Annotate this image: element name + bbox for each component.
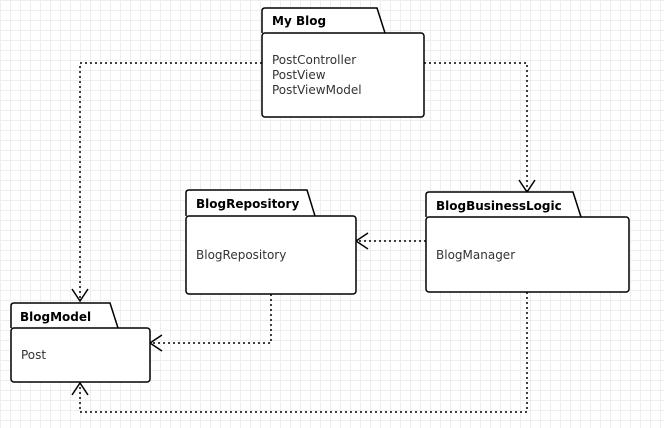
edge-myblog-to-model-arrowhead — [71, 288, 89, 303]
package-content-item: PostController — [272, 53, 356, 67]
package-name: My Blog — [272, 14, 326, 28]
edge-myblog-to-logic — [424, 62, 528, 192]
package-tab — [185, 189, 316, 217]
package-tab — [10, 302, 119, 329]
package-blogbusinesslogic[interactable]: BlogBusinessLogic BlogManager — [425, 191, 630, 293]
package-content-item: PostViewModel — [272, 83, 362, 97]
package-content-item: BlogManager — [436, 248, 515, 262]
package-blogmodel[interactable]: BlogModel Post — [10, 302, 151, 383]
edge-repo-to-model — [150, 294, 272, 344]
package-body — [10, 327, 151, 383]
package-tab — [425, 191, 582, 218]
package-name: BlogBusinessLogic — [436, 199, 562, 213]
package-content-item: BlogRepository — [196, 248, 286, 262]
edge-logic-to-repo-arrowhead — [354, 232, 369, 250]
package-name: BlogModel — [20, 310, 91, 324]
package-content-item: Post — [21, 348, 46, 362]
edge-myblog-to-model — [79, 62, 262, 301]
package-content-item: PostView — [272, 68, 326, 82]
package-name: BlogRepository — [196, 197, 299, 211]
package-body — [185, 215, 357, 295]
package-body — [425, 216, 630, 293]
edge-logic-to-model-arrowhead — [71, 381, 89, 396]
package-body — [261, 32, 425, 118]
package-myblog[interactable]: My Blog PostController PostView PostView… — [261, 7, 425, 118]
package-blogrepository[interactable]: BlogRepository BlogRepository — [185, 189, 357, 295]
package-tab — [261, 7, 386, 34]
edge-repo-to-model-arrowhead — [148, 334, 163, 352]
edge-logic-to-model — [79, 292, 528, 413]
